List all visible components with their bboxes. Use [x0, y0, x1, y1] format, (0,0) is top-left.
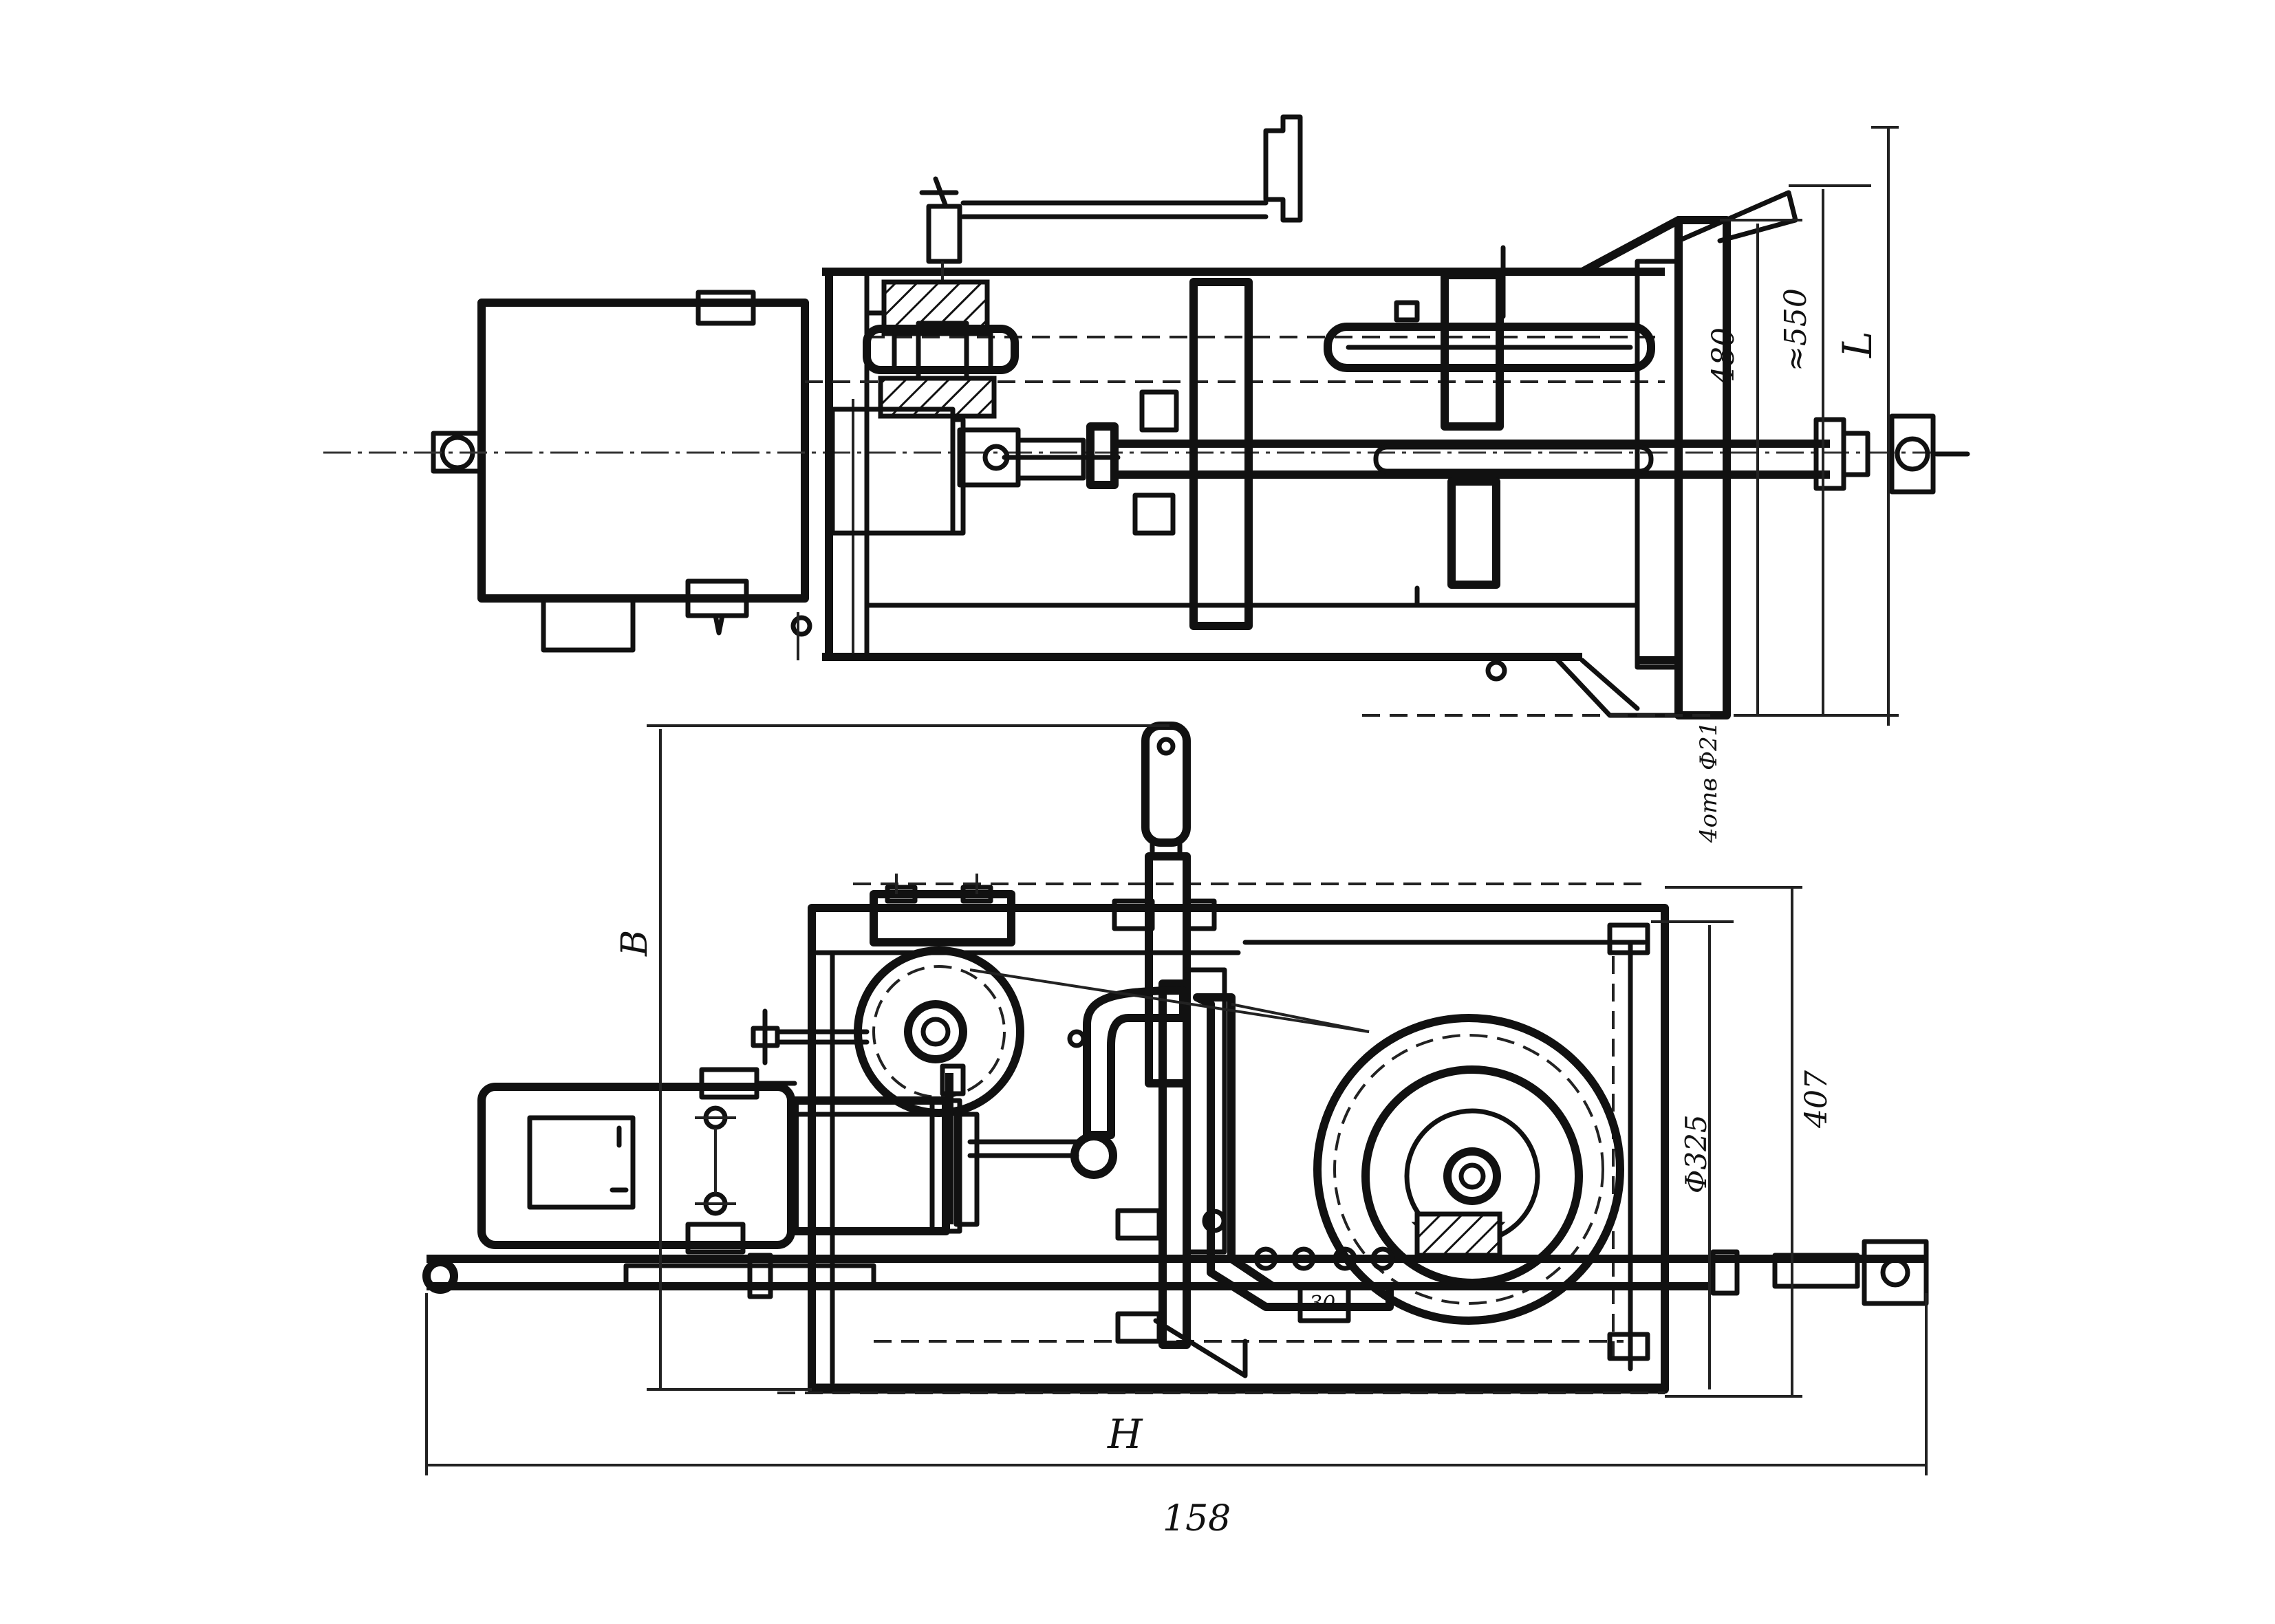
lever-shaft: [1145, 852, 1191, 1087]
pulley-hub: [1441, 271, 1504, 431]
pulley-rim: [1324, 323, 1655, 372]
brake-drum: [1313, 1014, 1624, 1325]
dim-B: B: [614, 930, 656, 957]
page-number: 158: [1163, 1498, 1231, 1539]
flywheel-edge: [1189, 278, 1253, 630]
motor-body-front: [790, 1096, 950, 1235]
gearbox-housing: [808, 904, 1669, 1394]
vertical-link: [1158, 979, 1191, 1349]
crank-handle-top: [1263, 114, 1303, 223]
spring-block: [1297, 1284, 1351, 1323]
handle-grip: [926, 204, 962, 264]
end-flange: [1635, 259, 1681, 670]
holes-note: 4отв Ф21: [1695, 722, 1723, 843]
adjust-screw: [751, 1026, 780, 1048]
motor-bracket: [477, 1083, 795, 1249]
motor-foot: [541, 596, 636, 653]
dim-550: ≈550: [1778, 288, 1813, 371]
worm-wheel: [863, 325, 1019, 374]
dim-407: 407: [1799, 1070, 1834, 1129]
output-coupling: [1889, 413, 1936, 495]
dim-H: H: [1107, 1411, 1143, 1458]
terminal-box: [527, 1115, 636, 1210]
motor-terminal-top: [696, 290, 756, 326]
gear-box: [830, 407, 956, 536]
top-view: 480 ≈550 L 4отв Ф21: [323, 114, 1970, 843]
motor-housing: [477, 299, 809, 603]
dim-L: L: [1834, 331, 1881, 358]
front-view: 30 B 407 Φ325 H: [422, 722, 1929, 1475]
dim-30: 30: [1309, 1292, 1335, 1316]
bell-crank: [1083, 986, 1187, 1139]
dim-480: 480: [1706, 327, 1741, 386]
rod-eye: [1862, 1239, 1929, 1306]
dim-d325: Φ325: [1679, 1114, 1713, 1193]
pulley-hub-lower: [1447, 477, 1500, 589]
lever-handle: [1141, 722, 1191, 847]
end-frame: [1674, 216, 1731, 719]
worm-box: [870, 890, 1015, 946]
